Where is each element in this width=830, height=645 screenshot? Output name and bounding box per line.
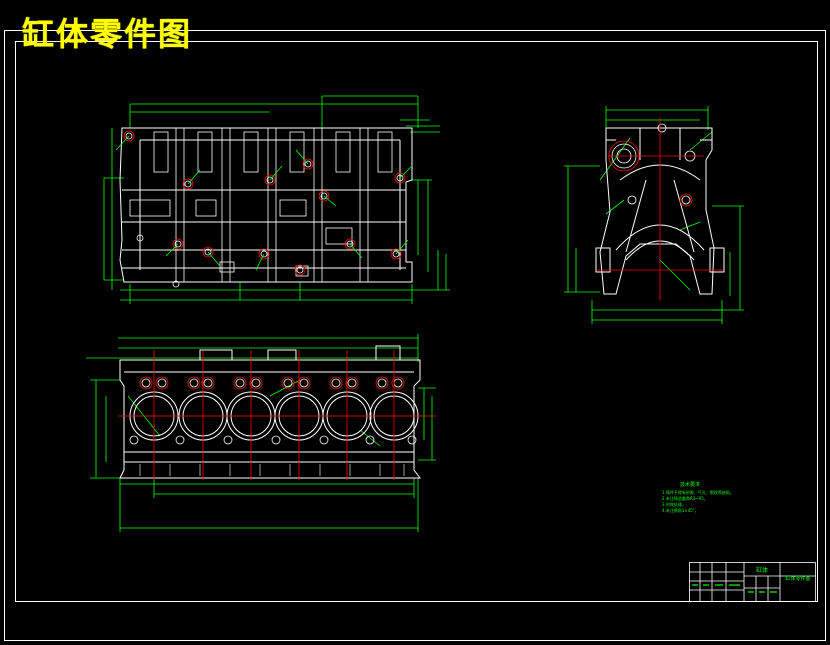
title-block (689, 562, 816, 602)
front-view (103, 95, 450, 304)
top-view (86, 334, 436, 532)
outer-border (4, 30, 826, 641)
inner-border (15, 41, 818, 602)
notes-heading: 技术要求 (680, 481, 700, 488)
notes-line-1: 1.铸件不得有砂眼、气孔、裂纹等缺陷。 (662, 489, 734, 495)
part-name-label: 缸体 (756, 566, 768, 574)
drawing-name-label: 缸体零件图 (785, 575, 810, 582)
notes-line-4: 4.未注倒角1×45°。 (662, 507, 699, 513)
drawing-title: 缸体零件图 (22, 15, 193, 53)
side-view (564, 106, 744, 324)
notes-line-3: 3.时效处理。 (662, 501, 686, 507)
notes-line-2: 2.未注铸造圆角R3~R5。 (662, 495, 708, 501)
